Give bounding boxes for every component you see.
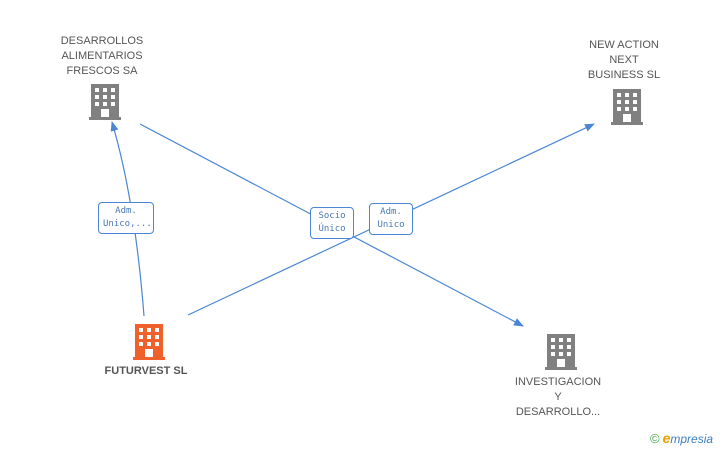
building-icon[interactable] (545, 334, 577, 370)
brand-e: e (662, 430, 671, 446)
building-icon-focus[interactable] (133, 324, 165, 360)
building-icon[interactable] (611, 89, 643, 125)
node-label-futurvest[interactable]: FUTURVEST SL (104, 365, 188, 377)
empresia-logo[interactable]: ©empresia (650, 430, 713, 446)
edge-label-adm-unico-1[interactable]: Adm. Unico,... (98, 202, 154, 234)
node-label-desarrollos[interactable]: DESARROLLOS ALIMENTARIOS FRESCOS SA (60, 35, 144, 77)
edge-label-adm-unico-2[interactable]: Adm. Unico (369, 203, 413, 235)
building-icon[interactable] (89, 84, 121, 120)
copyright-icon: © (650, 431, 660, 446)
brand-name: mpresia (670, 432, 714, 446)
edge-label-socio-unico[interactable]: Socio Único (310, 207, 354, 239)
node-label-newaction[interactable]: NEW ACTION NEXT BUSINESS SL (587, 39, 661, 81)
node-label-investigacion[interactable]: INVESTIGACION Y DESARROLLO... (514, 376, 602, 418)
